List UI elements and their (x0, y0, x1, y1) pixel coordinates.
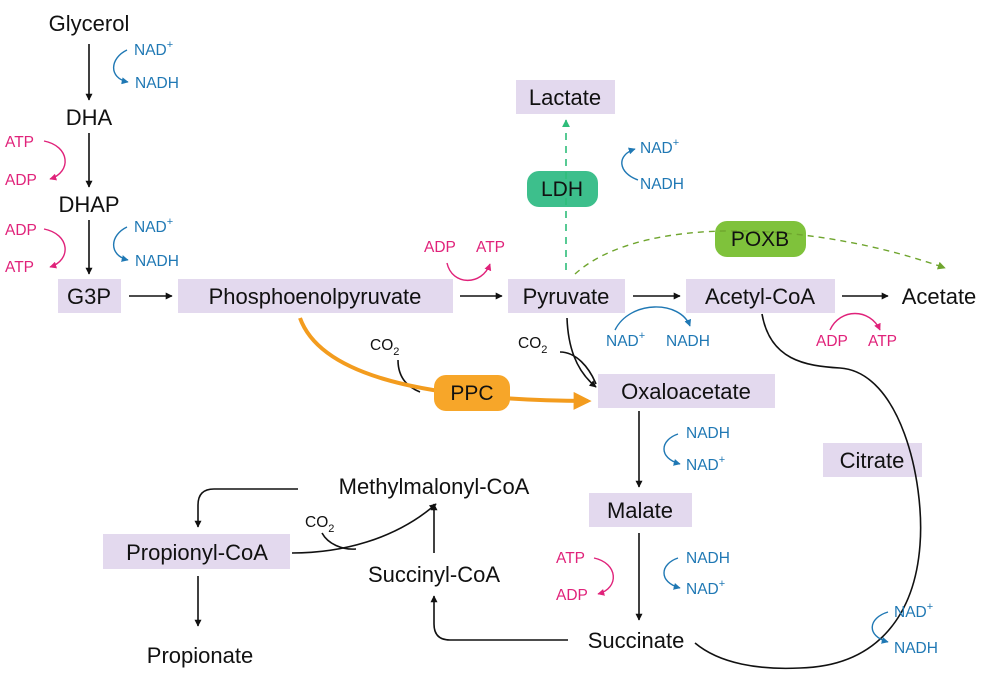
enzyme-pills (527, 171, 806, 257)
cofactor-adp: ADP (5, 172, 37, 189)
cofactor-nadh: NADH (666, 333, 710, 350)
cofactor-nad: NAD+ (606, 330, 645, 350)
label-malate: Malate (607, 498, 673, 523)
highlight-oxaloacetate (598, 374, 775, 408)
label-oxaloacetate: Oxaloacetate (621, 379, 751, 404)
cofactor-arrows (43, 49, 889, 644)
arrow-pyruvate-acetate-poxb (574, 230, 946, 275)
cofactor-atp: ATP (476, 239, 505, 256)
cofactor-arrow-dhap-energy (43, 228, 66, 269)
cofactor-arrow-malate-redox (663, 557, 681, 590)
cofactor-arrow-dha (43, 140, 66, 181)
cofactor-arrow-dhap-redox (112, 226, 129, 262)
cofactor-arrow-ldh (621, 147, 639, 181)
cofactor-arrow-cycle (871, 611, 889, 644)
cofactor-nad: NAD+ (686, 454, 725, 474)
highlight-pyruvate (508, 279, 625, 313)
cofactor-adp: ADP (556, 587, 588, 604)
cofactor-nadh: NADH (686, 425, 730, 442)
highlight-malate (589, 493, 692, 527)
label-propionate: Propionate (147, 643, 253, 668)
cofactor-nadh: NADH (135, 75, 179, 92)
highlight-pep (178, 279, 453, 313)
label-lactate: Lactate (529, 85, 601, 110)
reaction-arrows (85, 44, 922, 670)
cofactor-adp: ADP (5, 222, 37, 239)
cofactor-nad: NAD+ (640, 137, 679, 157)
cofactor-arrow-pyruvate-dh (614, 306, 691, 331)
cofactor-nad: NAD+ (134, 216, 173, 236)
cofactor-arrow-glycerol (112, 49, 129, 85)
cofactor-arrow-pep (446, 262, 492, 281)
cofactor-nadh: NADH (135, 253, 179, 270)
metabolite-highlights (58, 80, 922, 569)
highlight-acetyl-coa (686, 279, 835, 313)
label-methylmalonyl-coa: Methylmalonyl-CoA (339, 474, 530, 499)
cofactor-nadh: NADH (640, 176, 684, 193)
label-ldh: LDH (541, 178, 583, 201)
highlight-citrate (823, 443, 922, 477)
cofactor-nadh: NADH (686, 550, 730, 567)
ppc-arrow (298, 317, 592, 410)
metabolite-labels: Glycerol DHA DHAP G3P Phosphoenolpyruvat… (49, 11, 977, 668)
label-succinate: Succinate (588, 628, 685, 653)
label-glycerol: Glycerol (49, 11, 130, 36)
cofactor-atp: ATP (556, 550, 585, 567)
cofactor-co2: CO2 (370, 337, 399, 358)
label-acetyl-coa: Acetyl-CoA (705, 284, 815, 309)
cofactor-co2: CO2 (305, 514, 334, 535)
label-poxb: POXB (731, 228, 789, 251)
label-dhap: DHAP (58, 192, 119, 217)
highlight-propionyl-coa (103, 534, 290, 569)
highlight-g3p (58, 279, 121, 313)
enzyme-labels: LDH POXB PPC (450, 178, 789, 405)
arrow-methylmalonyl-coa-propionyl-coa (194, 488, 298, 528)
cofactor-atp: ATP (868, 333, 897, 350)
cofactor-arrow-oxaloacetate (663, 433, 681, 466)
co2-input-pep (397, 359, 421, 393)
arrow-succinate-succinyl-coa (430, 595, 568, 641)
ldh-pill (527, 171, 598, 207)
poxb-pill (715, 221, 806, 257)
cofactor-atp: ATP (5, 134, 34, 151)
ppc-pill (434, 375, 510, 411)
highlight-lactate (516, 80, 615, 114)
label-propionyl-coa: Propionyl-CoA (126, 540, 268, 565)
label-acetate: Acetate (902, 284, 977, 309)
cofactor-adp: ADP (816, 333, 848, 350)
cofactor-nad: NAD+ (686, 578, 725, 598)
cofactor-arrow-acetate (829, 313, 881, 331)
cofactor-atp: ATP (5, 259, 34, 276)
label-citrate: Citrate (840, 448, 905, 473)
label-g3p: G3P (67, 284, 111, 309)
cofactor-nadh: NADH (894, 640, 938, 657)
cofactor-nad: NAD+ (894, 601, 933, 621)
label-pep: Phosphoenolpyruvate (209, 284, 422, 309)
co2-input-propionyl (321, 532, 357, 550)
label-ppc: PPC (450, 382, 493, 405)
cofactor-labels: NAD+ NADH ATP ADP ADP ATP NAD+ NADH ADP … (5, 39, 938, 657)
cofactor-co2: CO2 (518, 335, 547, 356)
cofactor-arrow-malate-energy (593, 557, 614, 596)
tca-cycle-arc (694, 313, 922, 670)
cofactor-adp: ADP (424, 239, 456, 256)
label-succinyl-coa: Succinyl-CoA (368, 562, 500, 587)
co2-input-pyruvate (559, 351, 597, 385)
label-dha: DHA (66, 105, 113, 130)
arrow-propionyl-coa-methylmalonyl-coa (291, 503, 437, 554)
label-pyruvate: Pyruvate (523, 284, 610, 309)
cofactor-nad: NAD+ (134, 39, 173, 59)
